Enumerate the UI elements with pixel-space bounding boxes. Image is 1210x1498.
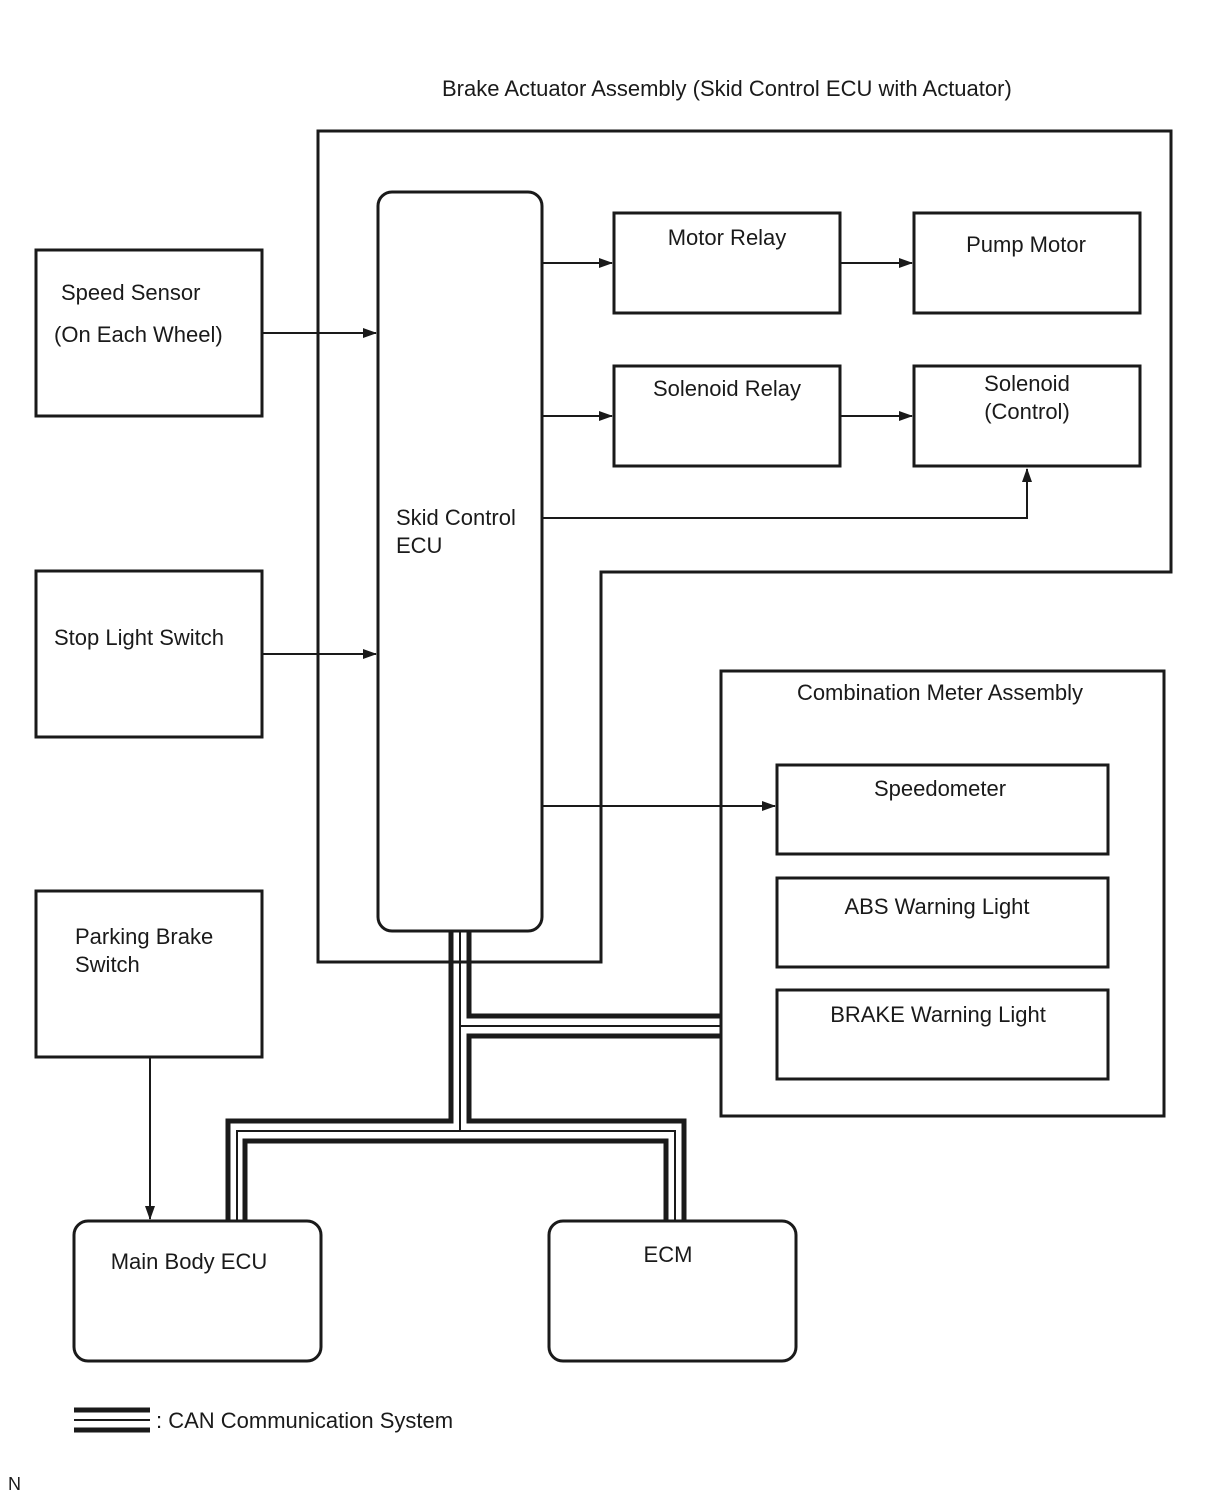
ecm-box — [547, 1219, 798, 1363]
stop-light-switch-label: Stop Light Switch — [54, 625, 224, 650]
abs-warning-light-label: ABS Warning Light — [844, 894, 1029, 919]
speedometer-label: Speedometer — [874, 776, 1006, 801]
solenoid-control-box — [912, 364, 1142, 468]
arrow-ecu-to-solenoid-control — [542, 468, 1032, 519]
can-bus — [225, 931, 721, 1221]
brake-warning-light-box — [775, 988, 1110, 1081]
pump-motor-label: Pump Motor — [966, 232, 1086, 257]
solenoid-control-label-1: Solenoid — [984, 371, 1070, 396]
abs-warning-light-box — [775, 876, 1110, 969]
solenoid-control-label-2: (Control) — [984, 399, 1070, 424]
motor-relay-label: Motor Relay — [668, 225, 787, 250]
combination-meter-outline — [719, 669, 1166, 1118]
speed-sensor-label-2: (On Each Wheel) — [54, 322, 223, 347]
solenoid-relay-label: Solenoid Relay — [653, 376, 801, 401]
brake-warning-light-label: BRAKE Warning Light — [830, 1002, 1046, 1027]
brake-actuator-title: Brake Actuator Assembly (Skid Control EC… — [442, 76, 1012, 101]
can-legend-text: : CAN Communication System — [156, 1408, 453, 1433]
speedometer-box — [775, 763, 1110, 856]
parking-brake-switch-label-2: Switch — [75, 952, 140, 977]
main-body-ecu-box — [72, 1219, 323, 1363]
ecm-label: ECM — [644, 1242, 693, 1267]
stop-light-switch-box — [34, 569, 264, 739]
skid-control-ecu-label-2: ECU — [396, 533, 442, 558]
pump-motor-box — [912, 211, 1142, 315]
skid-control-ecu-box — [376, 190, 544, 933]
brake-actuator-outline — [316, 129, 1173, 964]
skid-control-ecu-label-1: Skid Control — [396, 505, 516, 530]
speed-sensor-label-1: Speed Sensor — [61, 280, 200, 305]
corner-mark: N — [8, 1474, 21, 1494]
main-body-ecu-label: Main Body ECU — [111, 1249, 268, 1274]
combination-meter-title: Combination Meter Assembly — [797, 680, 1083, 705]
parking-brake-switch-label-1: Parking Brake — [75, 924, 213, 949]
can-legend-symbol — [74, 1407, 150, 1433]
parking-brake-switch-box — [34, 889, 264, 1059]
